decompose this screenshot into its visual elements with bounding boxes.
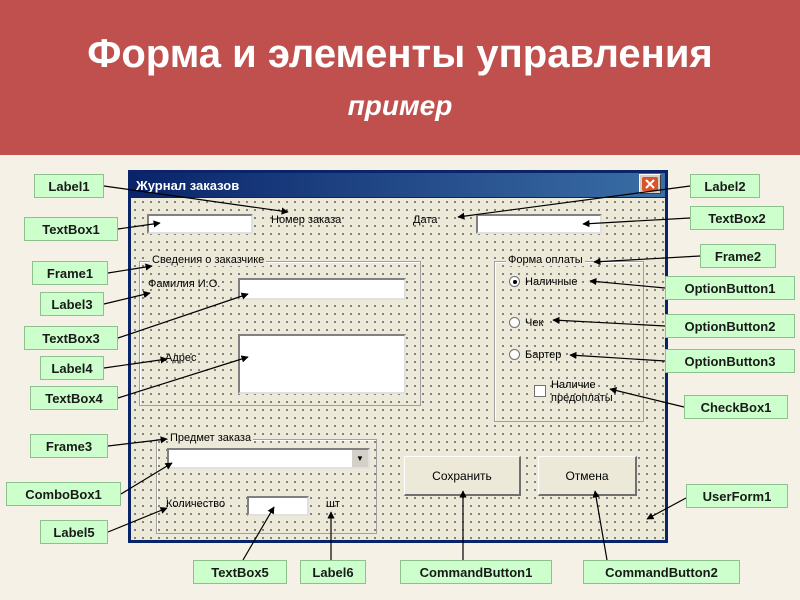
- callout-userform1: UserForm1: [686, 484, 788, 508]
- arrow-textbox2: [582, 217, 691, 228]
- product-combobox[interactable]: ▼: [167, 448, 370, 469]
- barter-radio[interactable]: [509, 349, 520, 360]
- prepayment-checkbox[interactable]: [534, 385, 546, 397]
- arrow-textbox5: [242, 506, 275, 561]
- prepayment-checkbox-label: Наличие предоплаты: [551, 379, 613, 405]
- customer-frame: [139, 261, 421, 406]
- arrow-combobox1: [120, 462, 173, 495]
- order-number-label: Номер заказа: [271, 214, 342, 226]
- slide-title: Форма и элементы управления: [87, 32, 713, 76]
- slide-subtitle: пример: [347, 90, 453, 121]
- callout-optionbutton3: OptionButton3: [665, 349, 795, 373]
- prepayment-label-line1: Наличие: [551, 379, 596, 391]
- close-button[interactable]: [639, 174, 661, 194]
- quantity-textbox[interactable]: [247, 496, 309, 516]
- arrow-frame3: [107, 436, 168, 447]
- callout-commandbutton1: CommandButton1: [400, 560, 552, 584]
- order-number-textbox[interactable]: [147, 214, 253, 234]
- userform-title: Журнал заказов: [136, 178, 240, 193]
- slide-banner: [0, 0, 800, 155]
- product-frame-caption: Предмет заказа: [168, 432, 254, 444]
- arrow-textbox1: [117, 220, 161, 230]
- prepayment-label-line2: предоплаты: [551, 392, 613, 404]
- arrow-label2: [457, 185, 691, 220]
- check-radio-label: Чек: [525, 317, 544, 329]
- surname-textbox[interactable]: [238, 278, 406, 300]
- callout-commandbutton2: CommandButton2: [583, 560, 740, 584]
- arrow-checkbox1: [609, 387, 685, 408]
- arrow-frame2: [593, 255, 701, 266]
- cash-radio[interactable]: [509, 276, 520, 287]
- callout-optionbutton2: OptionButton2: [665, 314, 795, 338]
- callout-label6: Label6: [300, 560, 366, 584]
- check-radio[interactable]: [509, 317, 520, 328]
- arrow-label1: [103, 185, 289, 215]
- callout-combobox1: ComboBox1: [6, 482, 121, 506]
- callout-label1: Label1: [34, 174, 104, 198]
- arrow-optionbutton1: [589, 278, 666, 289]
- callout-label2: Label2: [690, 174, 760, 198]
- callout-textbox3: TextBox3: [24, 326, 118, 350]
- address-label: Адрес: [165, 352, 197, 364]
- arrow-textbox4: [117, 355, 249, 399]
- callout-frame1: Frame1: [32, 261, 108, 285]
- arrow-label5: [107, 507, 168, 533]
- quantity-label: Количество: [166, 498, 226, 510]
- cancel-button[interactable]: Отмена: [538, 456, 637, 496]
- arrow-optionbutton2: [552, 316, 666, 327]
- callout-frame3: Frame3: [30, 434, 108, 458]
- callout-textbox2: TextBox2: [690, 206, 784, 230]
- cash-radio-label: Наличные: [525, 276, 578, 288]
- userform-titlebar[interactable]: [131, 173, 665, 197]
- surname-label: Фамилия И.О.: [148, 278, 221, 290]
- callout-label3: Label3: [40, 292, 104, 316]
- arrow-frame1: [107, 263, 153, 274]
- callout-optionbutton1: OptionButton1: [665, 276, 795, 300]
- arrow-label3: [103, 291, 151, 305]
- barter-radio-label: Бартер: [525, 349, 562, 361]
- arrow-userform1: [646, 497, 687, 520]
- arrow-textbox3: [117, 292, 249, 339]
- callout-checkbox1: CheckBox1: [684, 395, 788, 419]
- chevron-down-icon: ▼: [356, 454, 364, 463]
- arrow-commandbutton2: [592, 490, 608, 561]
- callout-textbox1: TextBox1: [24, 217, 118, 241]
- callout-label5: Label5: [40, 520, 108, 544]
- address-textbox[interactable]: [238, 334, 406, 394]
- unit-label: шт: [326, 498, 340, 510]
- callout-textbox4: TextBox4: [30, 386, 118, 410]
- combobox-dropdown-button[interactable]: ▼: [351, 450, 368, 467]
- product-frame: [156, 439, 377, 534]
- arrow-optionbutton3: [569, 351, 666, 362]
- callout-textbox5: TextBox5: [193, 560, 287, 584]
- close-icon: [642, 177, 658, 191]
- callout-label4: Label4: [40, 356, 104, 380]
- date-label: Дата: [413, 214, 438, 226]
- customer-frame-caption: Сведения о заказчике: [150, 254, 267, 266]
- callout-frame2: Frame2: [700, 244, 776, 268]
- payment-frame-caption: Форма оплаты: [506, 254, 585, 266]
- arrow-label4: [103, 356, 168, 369]
- date-textbox[interactable]: [476, 214, 602, 234]
